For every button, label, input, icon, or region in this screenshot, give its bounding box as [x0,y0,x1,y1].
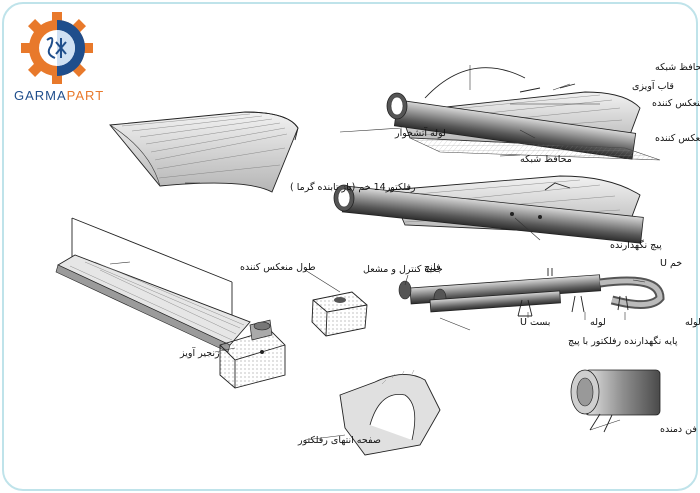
control-box-drawing [311,291,368,337]
control-box-burner-drawing [219,319,286,389]
brand-name: GARMAPART [14,88,104,103]
leader-lines [109,65,646,441]
label-reflector: منعکس کننده [652,98,700,109]
fan-assembly-drawing [570,369,661,433]
label-reflector-14: رفلکتور14 خم (باز تابنده گرما ) [290,181,416,193]
reflector-end-plate-drawing [339,369,441,456]
label-mesh-guard: محافظ شبکه [520,154,572,165]
label-hanging-frame: قاب آویزی [632,79,674,92]
label-flange: فلنج [424,262,441,273]
label-tube-clamp-stand: پایه بست لوله [685,317,700,328]
label-reflector-length: طول منعکس کننده [240,262,316,273]
reflector-14-drawing [109,111,299,193]
label-tube: لوله [590,317,606,328]
heater-left-assembly [55,217,286,389]
label-fan-assembly: مجموعه ی فن دمنده [660,424,700,435]
mesh-guard-drawing [409,137,661,161]
garmapart-logo: GARMAPART [14,12,104,103]
part-labels: نگهدارنده محافظ شبکه قاب آویزی منعکس کنن… [179,61,700,446]
gear-logo-icon [21,12,93,84]
label-reflector-end-plate: صفحه انتهای رفلکتور [297,435,381,446]
label-holder-screw: پیچ نگهدارنده [610,239,662,251]
burner-assembly-lower [333,175,644,244]
label-reflector-stand-screw: پایه نگهدارنده رفلکتور با پیچ [568,335,678,347]
label-reflector-holder: نگهدارنده منعکس کننده [655,132,700,144]
label-mesh-guard-holder: نگهدارنده محافظ شبکه [655,61,700,73]
tube-flange-exploded [398,268,665,317]
label-control-box-burner: جعبه کنترل و مشعل [363,264,443,275]
burner-assembly-upper [386,67,661,161]
label-u-bend: U خم [660,258,682,269]
label-hanging-chain: زنجیر آویز [179,346,220,359]
label-u-clamp: U بست [520,317,550,328]
label-burner-tube: لوله آتشخوار [394,126,446,139]
